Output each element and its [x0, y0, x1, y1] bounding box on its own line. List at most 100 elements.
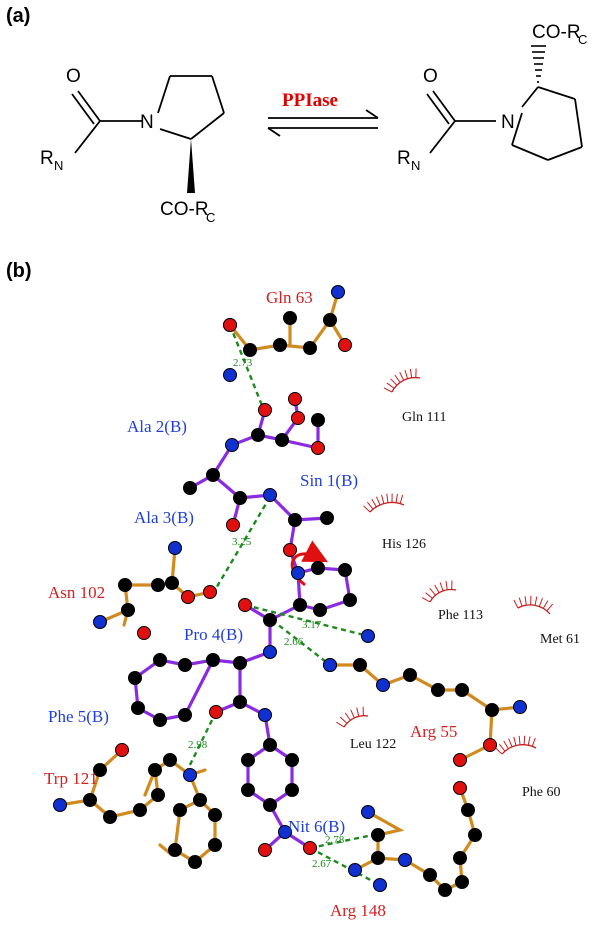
carbon-atom	[485, 703, 499, 717]
arc-tick	[495, 747, 503, 755]
oxygen-atom	[338, 338, 352, 352]
arc-tick	[339, 716, 348, 724]
carbon-atom	[338, 563, 352, 577]
nitrogen-atom	[513, 700, 527, 714]
nitrogen-atom	[223, 368, 237, 382]
right-ester-subscript: C	[578, 32, 587, 47]
residue-label: Arg 55	[410, 722, 457, 741]
panel-a-label: (a)	[6, 5, 30, 27]
left-ester-label: CO-R	[160, 199, 209, 220]
carbon-atom	[83, 793, 97, 807]
carbon-atom	[128, 671, 142, 685]
oxygen-atom	[483, 738, 497, 752]
arc-tick	[350, 709, 355, 719]
oxygen-atom	[203, 585, 217, 599]
hydrophobic-label: Phe 60	[522, 785, 561, 800]
arc-tick	[383, 387, 393, 393]
nitrogen-atom	[278, 825, 292, 839]
arc-tick	[399, 372, 405, 381]
carbon-atom	[283, 311, 297, 325]
carbon-atom	[121, 603, 135, 617]
arc-tick	[409, 368, 413, 378]
oxygen-atom	[288, 392, 302, 406]
arc-tick	[399, 494, 404, 504]
oxygen-atom	[258, 843, 272, 857]
carbon-atom	[273, 338, 287, 352]
arc-tick	[429, 588, 436, 596]
right-rn-subscript: N	[411, 158, 420, 173]
carbon-atom	[320, 511, 334, 525]
carbon-atom	[168, 843, 182, 857]
carbon-atom	[455, 683, 469, 697]
nitrogen-atom	[398, 853, 412, 867]
oxygen-atom	[209, 705, 223, 719]
right-molecule: O N R N CO-R C	[397, 22, 587, 173]
hydrophobic-arc-ticks	[336, 368, 554, 755]
nitrogen-atom	[168, 541, 182, 555]
carbon-atom	[431, 683, 445, 697]
carbon-atom	[423, 868, 437, 882]
residue-label: Arg 148	[330, 901, 386, 920]
carbon-atom	[206, 653, 220, 667]
nitrogen-atom	[263, 645, 277, 659]
oxygen-atom	[223, 318, 237, 332]
carbon-atom	[251, 428, 265, 442]
carbon-atom	[233, 491, 247, 505]
carbon-atom	[275, 433, 289, 447]
oxygen-atom	[238, 598, 252, 612]
carbon-atom	[311, 561, 325, 575]
carbon-atom	[468, 828, 482, 842]
nitrogen-atom	[348, 863, 362, 877]
carbon-atom	[188, 855, 202, 869]
enzyme-label: PPIase	[282, 90, 338, 111]
carbon-atom	[103, 810, 117, 824]
phe60-contact-arc	[501, 744, 537, 755]
protein-bonds	[58, 290, 522, 892]
carbon-atom	[285, 753, 299, 767]
oxygen-atom	[258, 403, 272, 417]
arc-tick	[513, 736, 517, 746]
carbon-atom	[303, 341, 317, 355]
nitrogen-atom	[53, 798, 67, 812]
arc-tick	[395, 493, 398, 503]
nitrogen-atom	[183, 768, 197, 782]
carbon-atom	[193, 793, 207, 807]
carbon-atom	[313, 603, 327, 617]
left-rn-subscript: N	[54, 158, 63, 173]
oxygen-atom	[453, 753, 467, 767]
oxygen-atom	[453, 781, 467, 795]
hydrophobic-arcs	[343, 376, 551, 755]
right-nitrogen-label: N	[501, 112, 515, 133]
carbon-atom	[461, 803, 475, 817]
hbond-distance-labels: 2.73 3.25 3.17 2.66 2.98 2.78 2.67	[188, 357, 345, 870]
right-rn-label: R	[397, 148, 411, 169]
carbon-atom	[371, 851, 385, 865]
arc-tick	[390, 378, 398, 386]
left-oxygen-label: O	[66, 66, 81, 87]
arc-tick	[386, 382, 395, 389]
carbon-atom	[151, 788, 165, 802]
atoms	[53, 285, 527, 897]
residue-label: Ala 2(B)	[127, 417, 187, 436]
carbon-atom	[173, 803, 187, 817]
nitrogen-atom	[225, 438, 239, 452]
arc-tick	[404, 369, 409, 379]
nitrogen-atom	[361, 805, 375, 819]
carbon-atom	[165, 576, 179, 590]
hydrogen-bonds	[183, 324, 381, 887]
hbond-distance: 2.73	[233, 357, 253, 369]
carbon-atom	[93, 763, 107, 777]
carbon-atom	[371, 828, 385, 842]
oxygen-atom	[137, 626, 151, 640]
residue-label: Nit 6(B)	[288, 817, 345, 836]
carbon-atom	[183, 481, 197, 495]
equilibrium-arrows	[267, 109, 379, 137]
arc-tick	[508, 738, 513, 748]
leu122-contact-arc	[343, 715, 369, 728]
panel-b-label: (b)	[6, 260, 32, 282]
left-ester-subscript: C	[206, 210, 215, 225]
residue-label: Phe 5(B)	[48, 707, 109, 726]
residue-label: Ala 3(B)	[134, 508, 194, 527]
carbon-atom	[455, 875, 469, 889]
